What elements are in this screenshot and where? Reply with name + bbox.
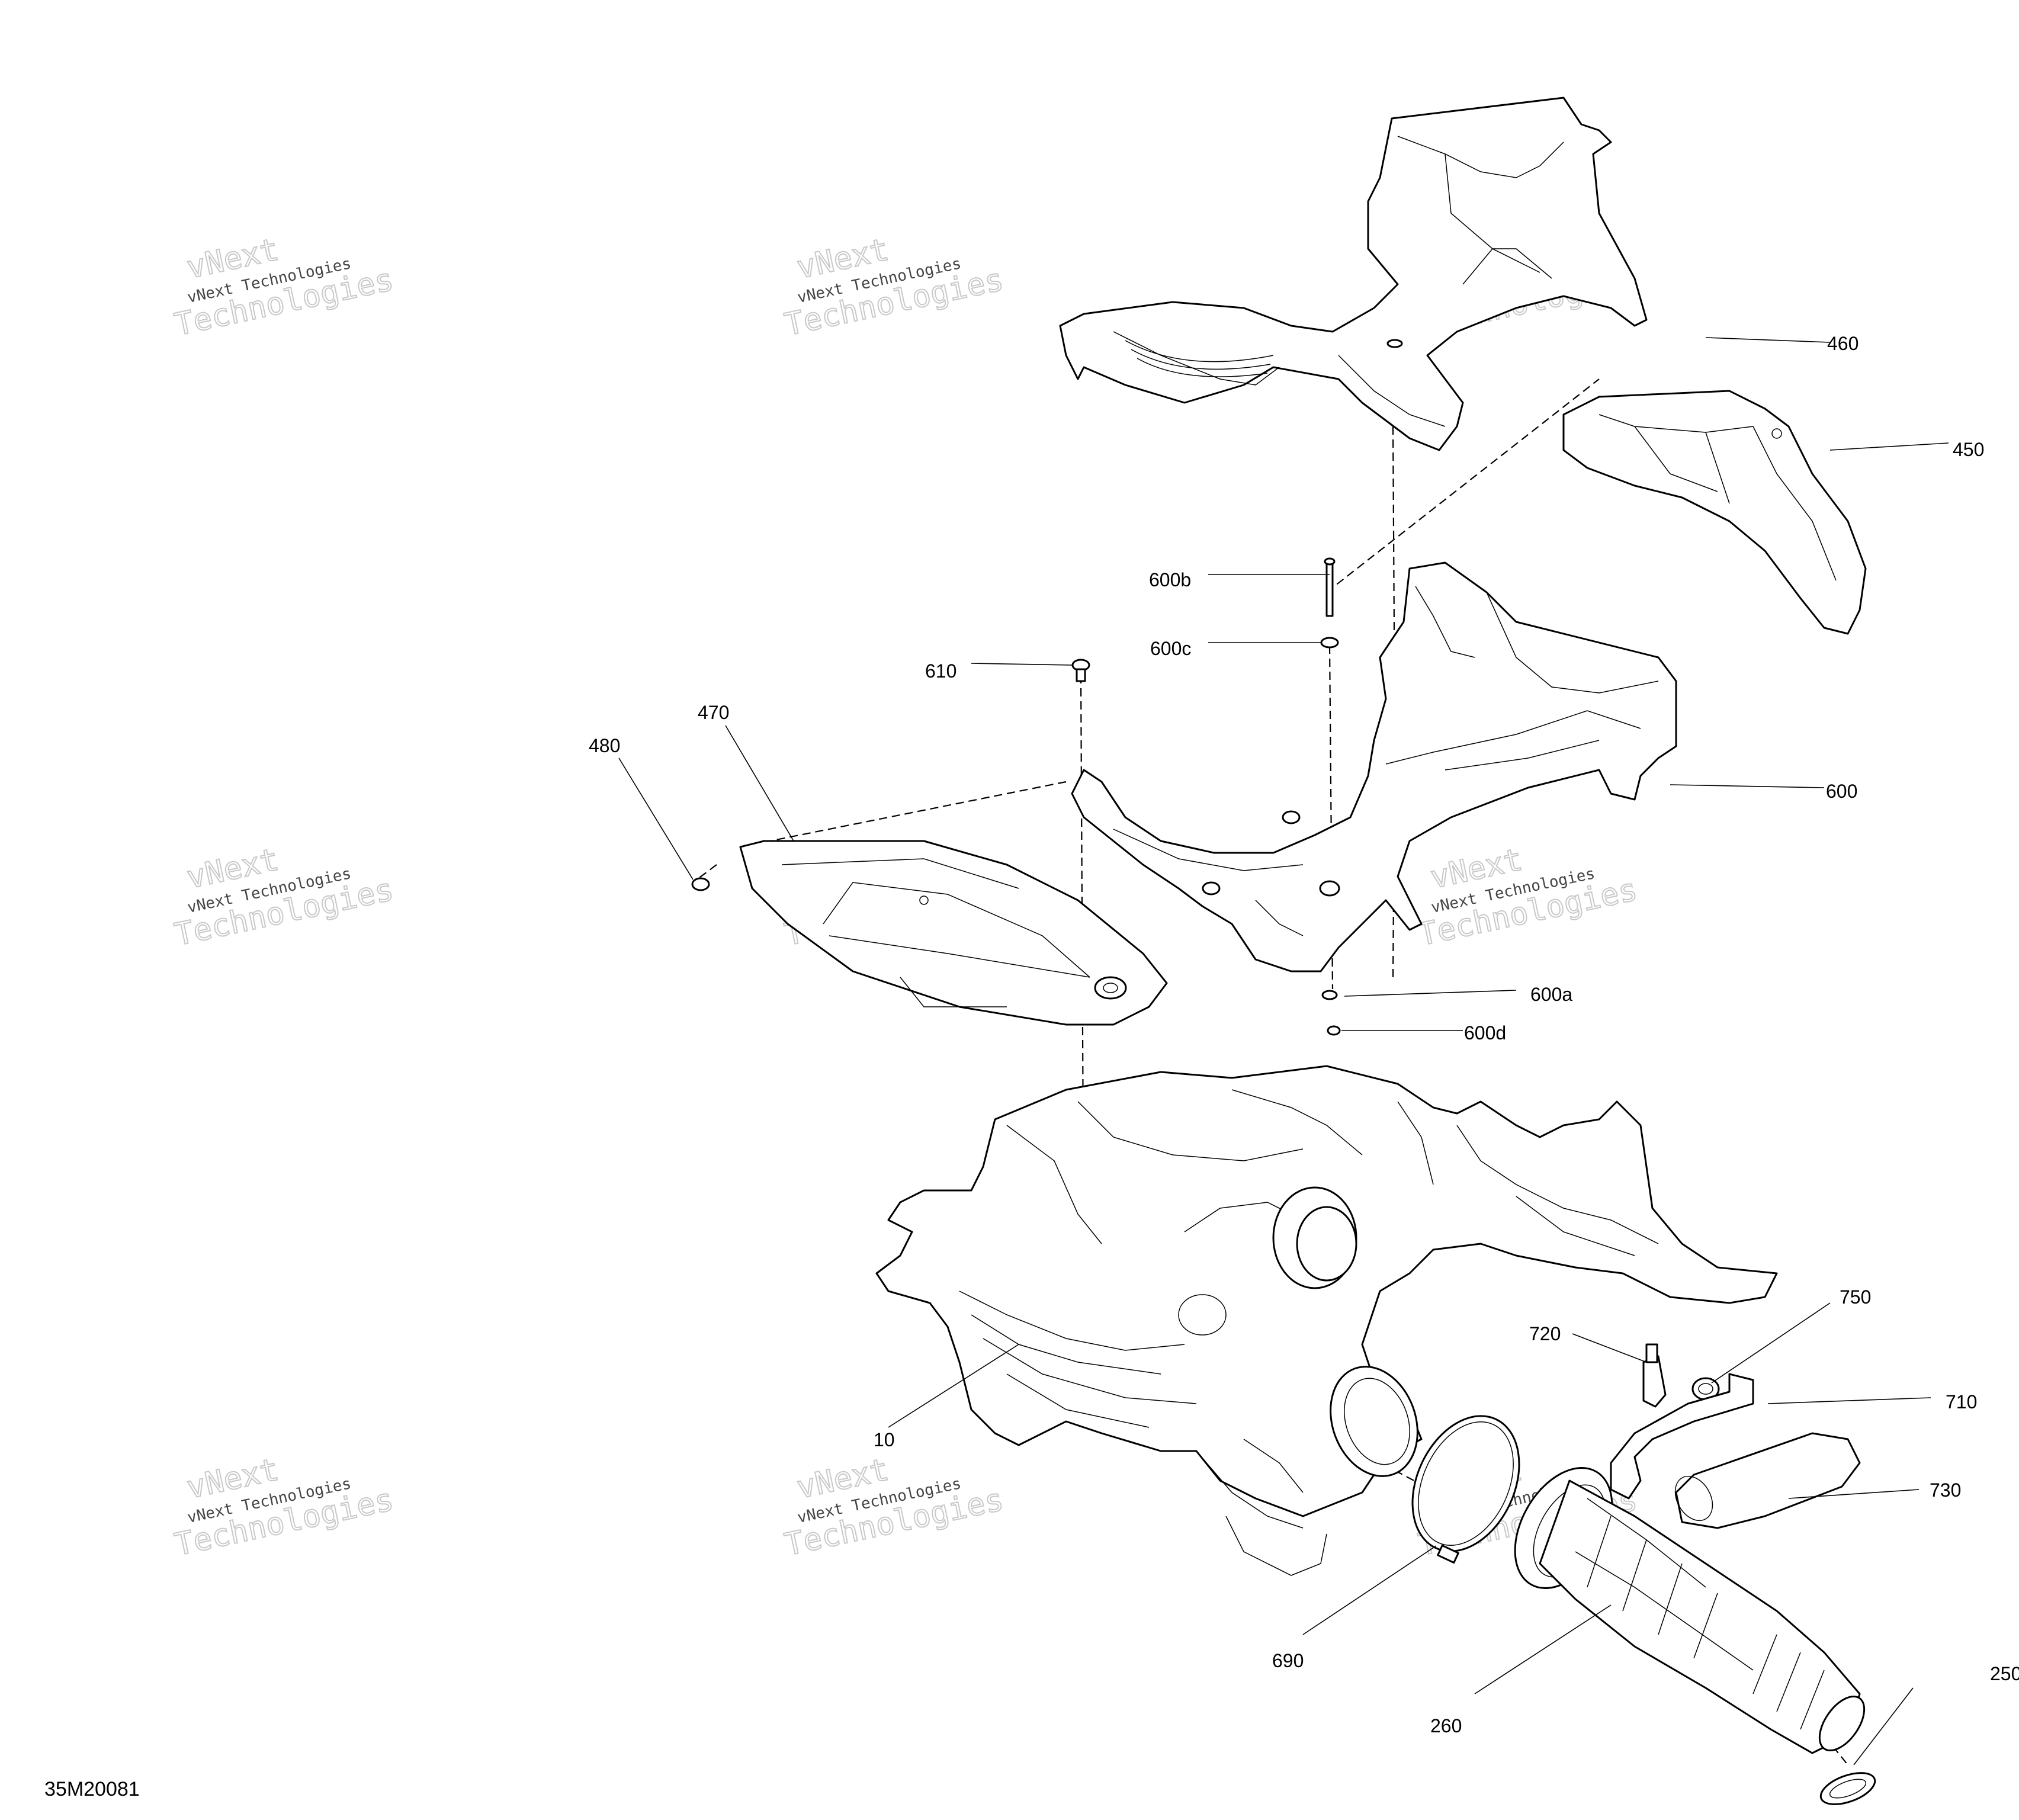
side-panel-part-470 [739, 840, 1168, 1026]
cover-part-450 [1562, 390, 1867, 635]
callout-720: 720 [1529, 1323, 1561, 1344]
callout-600a: 600a [1530, 984, 1572, 1005]
callout-750: 750 [1840, 1286, 1871, 1308]
console-frame-part-600 [1071, 561, 1677, 972]
callout-690: 690 [1272, 1650, 1304, 1671]
callout-710: 710 [1946, 1391, 1977, 1413]
callout-labels: 460 450 600b 600c 610 470 480 600 600a 6… [589, 333, 2019, 1736]
callout-450: 450 [1953, 439, 1984, 460]
callout-600d: 600d [1464, 1022, 1506, 1044]
callout-730: 730 [1930, 1479, 1961, 1501]
callout-470: 470 [698, 702, 729, 723]
callout-480: 480 [589, 735, 620, 756]
airbox-housing-part-10 [875, 1065, 1778, 1576]
clamp-part-690 [1411, 1415, 1520, 1564]
breather-hose-parts [1610, 1343, 1861, 1529]
callout-10: 10 [874, 1429, 895, 1450]
callout-260: 260 [1430, 1715, 1462, 1736]
callout-600b: 600b [1149, 569, 1191, 590]
gasket-part-250 [1819, 1772, 1876, 1805]
intake-boot-part-260 [1514, 1467, 1866, 1754]
upper-console-part [1059, 97, 1648, 451]
callout-610: 610 [925, 660, 956, 682]
callout-460: 460 [1827, 333, 1858, 354]
leader-lines [618, 337, 1949, 1766]
callout-600c: 600c [1150, 638, 1191, 659]
callout-250: 250 [1990, 1663, 2019, 1684]
figure-id: 35M20081 [44, 1778, 140, 1800]
fasteners [691, 339, 1403, 1036]
callout-600: 600 [1826, 781, 1857, 802]
